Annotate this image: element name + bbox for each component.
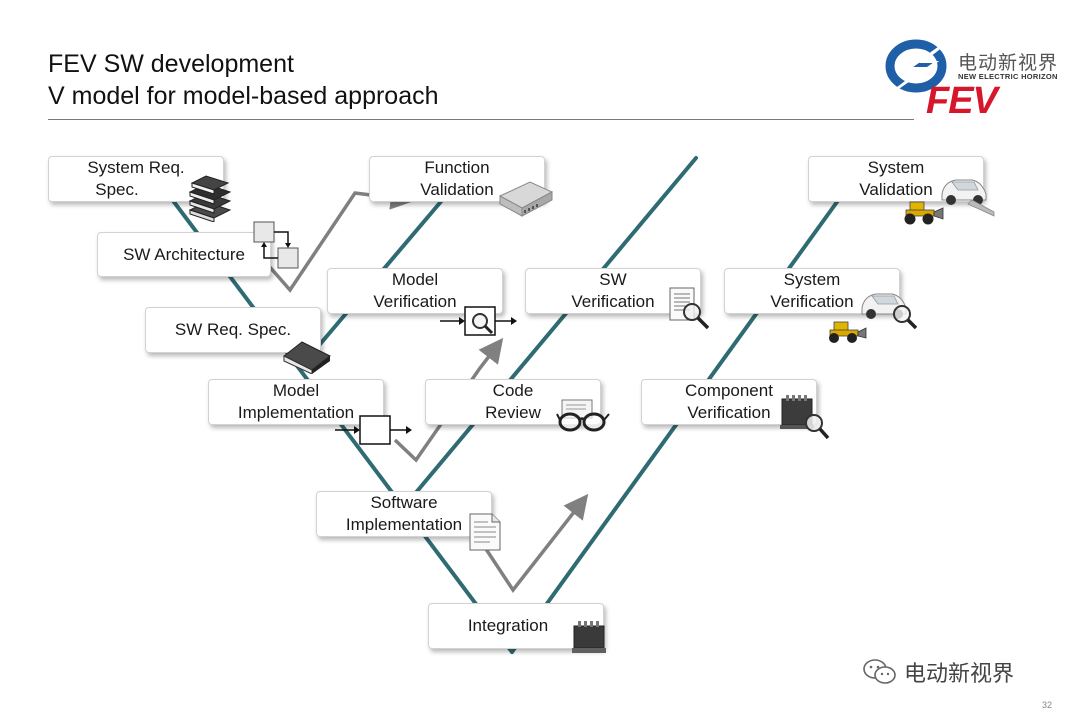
box-label: Validation	[859, 180, 933, 199]
title-divider	[48, 119, 914, 120]
slide-title: FEV SW development V model for model-bas…	[48, 48, 439, 112]
box-label: Component	[685, 381, 773, 400]
box-model-verification[interactable]: Model Verification	[327, 268, 503, 314]
car-icon	[941, 179, 995, 217]
box-label: System	[867, 158, 925, 177]
watermark: 电动新视界	[862, 656, 1014, 688]
ecu-hardware-icon	[498, 181, 554, 217]
box-label: System	[783, 270, 841, 289]
box-label: Integration	[467, 616, 549, 635]
ecu-hardware-icon	[572, 621, 606, 653]
box-label: System Req.	[87, 158, 185, 177]
box-label: Code	[492, 381, 534, 400]
logo-en-text: NEW ELECTRIC HORIZON	[958, 72, 1058, 81]
box-label: SW	[599, 270, 627, 289]
box-label: Function	[424, 158, 490, 177]
box-label: Verification	[571, 292, 655, 311]
box-label: Review	[485, 403, 541, 422]
box-sw-req-spec[interactable]: SW Req. Spec.	[145, 307, 321, 353]
wheel-loader-icon	[829, 321, 867, 343]
box-system-verification[interactable]: System Verification	[724, 268, 900, 314]
logo-cn-text: 电动新视界	[958, 53, 1059, 74]
document-icon	[469, 513, 501, 551]
title-line-1: FEV SW development	[48, 50, 294, 78]
ecu-hardware-icon	[780, 395, 830, 440]
box-label: Implementation	[345, 515, 463, 534]
glasses-icon	[556, 399, 610, 432]
architecture-blocks-icon	[253, 221, 299, 269]
box-label: Model	[391, 270, 439, 289]
book-icon	[283, 341, 331, 374]
wechat-icon	[863, 659, 896, 684]
box-label: Software	[370, 493, 438, 512]
box-sw-architecture[interactable]: SW Architecture	[97, 232, 271, 277]
arrow-software-implementation	[478, 493, 589, 593]
box-label: Spec.	[95, 180, 139, 199]
lightning-logo-icon	[883, 33, 959, 99]
box-label: SW Req. Spec.	[174, 320, 292, 339]
box-system-req-spec[interactable]: System Req. Spec.	[48, 156, 224, 202]
fev-logo-text: FEV	[926, 80, 998, 122]
company-logo: 电动新视界 NEW ELECTRIC HORIZON FEV	[878, 30, 1073, 130]
box-label: Verification	[373, 292, 457, 311]
box-system-validation[interactable]: System Validation	[808, 156, 984, 202]
title-line-2: V model for model-based approach	[48, 82, 439, 110]
box-label: Verification	[687, 403, 771, 422]
v-line-sw-verification	[391, 156, 698, 522]
box-software-implementation[interactable]: Software Implementation	[316, 491, 492, 537]
box-label: SW Architecture	[123, 244, 245, 264]
model-block-icon	[440, 306, 517, 336]
model-block-icon	[335, 415, 412, 445]
car-icon	[861, 293, 918, 330]
box-label: Verification	[770, 292, 854, 311]
books-icon	[188, 175, 232, 222]
wheel-loader-icon	[904, 201, 944, 225]
document-icon	[669, 287, 710, 330]
box-model-implementation[interactable]: Model Implementation	[208, 379, 384, 425]
page-number: 32	[1041, 700, 1052, 710]
box-label: Validation	[420, 180, 494, 199]
box-label: Implementation	[237, 403, 355, 422]
box-label: Model	[272, 381, 320, 400]
watermark-text: 电动新视界	[904, 661, 1015, 686]
